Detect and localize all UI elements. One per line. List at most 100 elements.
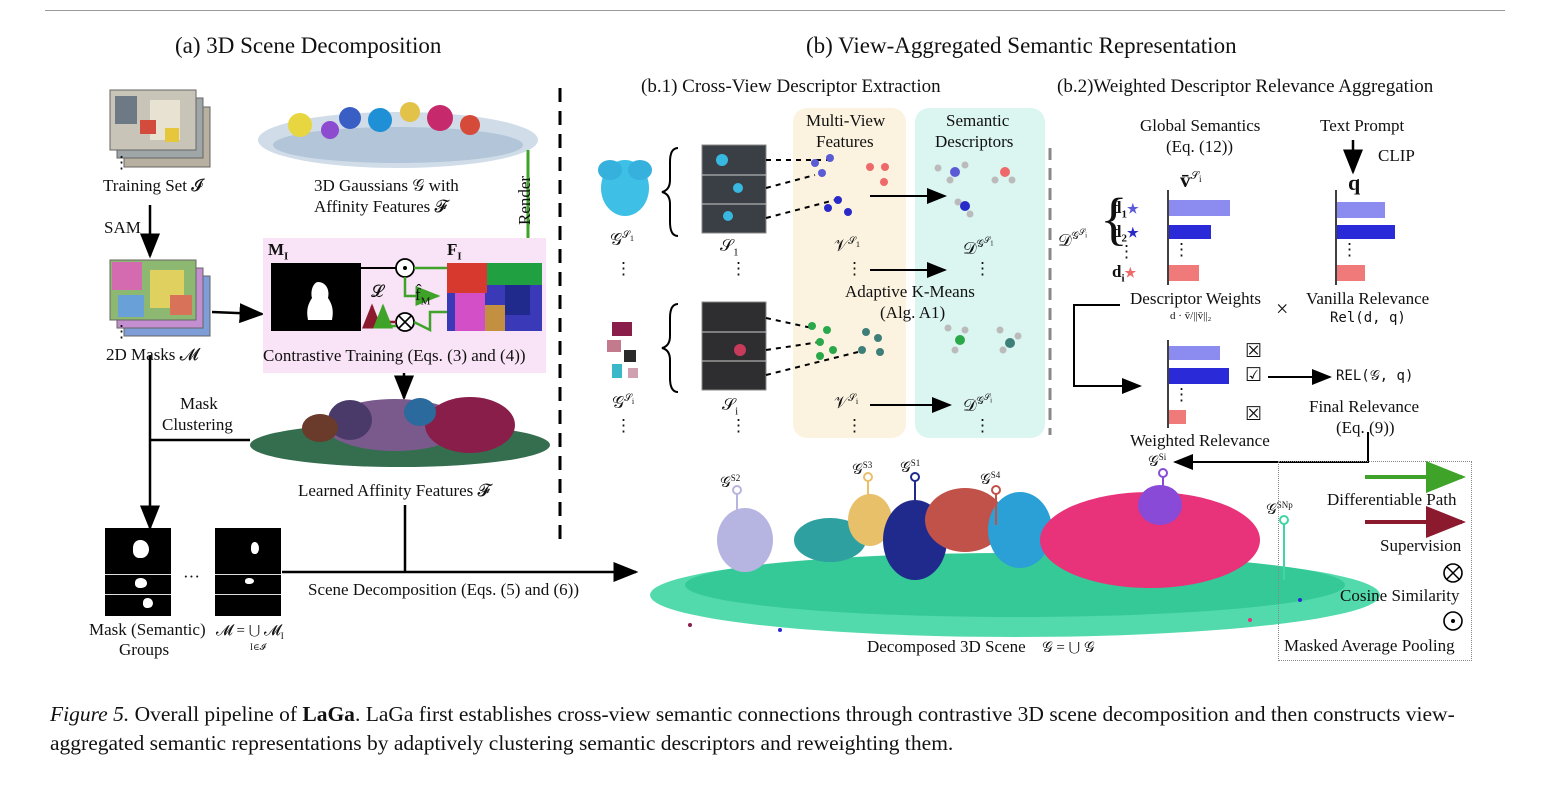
pin-label-s1: 𝒢S1 <box>900 458 920 477</box>
figure-caption: Figure 5. Overall pipeline of LaGa. LaGa… <box>50 700 1510 758</box>
learned-affinity-point-cloud <box>250 397 550 467</box>
object-s1-thumb <box>598 160 652 216</box>
training-set-images <box>109 89 211 168</box>
mask-union-eq: 𝓜 = ⋃ 𝓜I <box>216 622 284 641</box>
mask-clustering-label-2: Clustering <box>162 415 233 434</box>
v-s1-vdots: ⋮ <box>846 259 863 278</box>
global-semantics-label-1: Global Semantics <box>1140 116 1261 135</box>
pin-s3-sub: S3 <box>862 460 873 470</box>
vanilla-label: Vanilla Relevance <box>1306 289 1430 308</box>
semantic-desc-label-1: Semantic <box>946 111 1010 130</box>
fm-letter: f̂ <box>415 285 421 304</box>
mask-groups-label-1: Mask (Semantic) <box>89 620 206 639</box>
d-set-brace: { <box>1100 186 1128 251</box>
mask-mi-sub: I <box>284 250 289 263</box>
check-box-2: ☑ <box>1245 365 1263 386</box>
g-s1-letter: 𝒢 <box>610 230 623 249</box>
legend-diff-path: Differentiable Path <box>1327 490 1457 509</box>
gaussians-label-2: Affinity Features 𝓕 <box>314 197 448 216</box>
pin-s4-letter: 𝒢 <box>980 472 991 488</box>
contrastive-label: Contrastive Training (Eqs. (3) and (4)) <box>263 346 526 365</box>
g-s1-sub: 1 <box>629 234 635 244</box>
learned-affinity-label: Learned Affinity Features 𝓕 <box>298 481 491 500</box>
d-si-sub: i <box>990 396 993 405</box>
gaussians-label-1: 3D Gaussians 𝒢 with <box>314 176 459 195</box>
v-si-sub: i <box>855 397 859 407</box>
check-box-1: ☒ <box>1245 341 1263 362</box>
di-letter: d <box>1112 262 1122 281</box>
d1-sub: 1 <box>1121 208 1127 221</box>
v-si-letter: 𝒱 <box>834 393 849 412</box>
pin-label-s4: 𝒢S4 <box>980 470 1000 489</box>
d-si-vdots: ⋮ <box>974 416 991 435</box>
di-sub: i <box>1121 272 1125 285</box>
pin-s4-sub: S4 <box>990 470 1001 480</box>
d1-letter: d <box>1112 198 1122 217</box>
view-stack-si <box>701 301 767 391</box>
q-label: q <box>1348 170 1361 195</box>
gs-bars-vdots: ⋮ <box>1173 240 1190 259</box>
pin-snp-letter: 𝒢 <box>1266 502 1277 518</box>
v-si-vdots: ⋮ <box>846 416 863 435</box>
pin-snp-sub: SNp <box>1276 500 1293 510</box>
mask-group-frame-2 <box>215 528 281 616</box>
vbar-sub: i <box>1199 174 1202 185</box>
vr-bars-vdots: ⋮ <box>1341 240 1358 259</box>
vbar-label: v̄𝒮i <box>1180 168 1202 192</box>
kmeans-label-2: (Alg. A1) <box>880 303 946 322</box>
v-s1-letter: 𝒱 <box>834 236 849 255</box>
mask-clustering-label-1: Mask <box>180 394 218 413</box>
feature-dots-s1 <box>811 154 889 216</box>
pin-s1-letter: 𝒢 <box>900 460 911 476</box>
mask-group-frame-1 <box>105 528 171 616</box>
pin-label-si: 𝒢Si <box>1148 452 1166 471</box>
masks-2d-label: 2D Masks 𝓜 <box>106 345 199 364</box>
pin-label-s3: 𝒢S3 <box>852 460 872 479</box>
training-set-label: Training Set 𝓘 <box>103 176 203 195</box>
mask-mi-label: MI <box>268 240 288 262</box>
legend-supervision: Supervision <box>1380 536 1462 555</box>
v-si-label: 𝒱𝒮i <box>834 393 859 412</box>
caption-name: LaGa <box>302 702 355 726</box>
decomposed-scene-label: Decomposed 3D Scene <box>867 637 1026 656</box>
d-s1-sub: 1 <box>990 239 994 248</box>
g-si-sub: i <box>631 397 635 407</box>
gaussians-point-cloud <box>258 102 538 168</box>
weighted-relevance-bars <box>1167 340 1229 428</box>
di-label: di★ <box>1112 262 1137 285</box>
d-s1-label: 𝒟𝒢𝒮1 <box>963 236 994 258</box>
vanilla-eq: Rel(d, q) <box>1330 310 1406 326</box>
pin-label-snp: 𝒢SNp <box>1266 500 1293 519</box>
d-set-letter: 𝒟 <box>1058 230 1072 250</box>
feat-fi-letter: F <box>447 240 458 259</box>
fm-label: f̂M <box>415 285 430 307</box>
d-s1-letter: 𝒟 <box>963 238 977 258</box>
mask-union-idx: I <box>280 631 284 641</box>
d1-label: d1★ <box>1112 198 1139 221</box>
section-title-b2: (b.2)Weighted Descriptor Relevance Aggre… <box>1057 76 1434 97</box>
feature-dots-si <box>808 322 884 360</box>
d-vdots: ⋮ <box>1118 242 1135 261</box>
view-stack-s1 <box>701 144 767 234</box>
mask-groups-ellipsis: ··· <box>183 567 200 586</box>
times-symbol: × <box>1276 296 1289 321</box>
pipeline-diagram <box>109 88 1466 637</box>
weighted-relevance-label: Weighted Relevance <box>1130 431 1270 450</box>
rel-final-eq: REL(𝒢, q) <box>1336 368 1414 384</box>
s1-vdots: ⋮ <box>730 259 747 278</box>
masks-vdots: ⋮ <box>113 322 130 341</box>
d2-label: d2★ <box>1112 222 1139 245</box>
vanilla-relevance-bars <box>1335 190 1395 285</box>
global-semantics-label-2: (Eq. (12)) <box>1166 137 1234 156</box>
sam-label: SAM <box>104 218 141 237</box>
mask-union-main: 𝓜 = ⋃ 𝓜 <box>216 623 281 639</box>
g-s1-label: 𝒢𝒮1 <box>610 230 635 249</box>
render-label: Render <box>515 175 534 225</box>
si-label: 𝒮i <box>722 395 738 417</box>
pin-label-s2: 𝒢S2 <box>720 473 740 492</box>
final-relevance-label-1: Final Relevance <box>1309 397 1419 416</box>
training-set-vdots: ⋮ <box>113 153 130 172</box>
desc-weights-label: Descriptor Weights <box>1130 289 1261 308</box>
si-letter: 𝒮 <box>722 395 736 414</box>
masks-2d-images <box>109 259 211 337</box>
